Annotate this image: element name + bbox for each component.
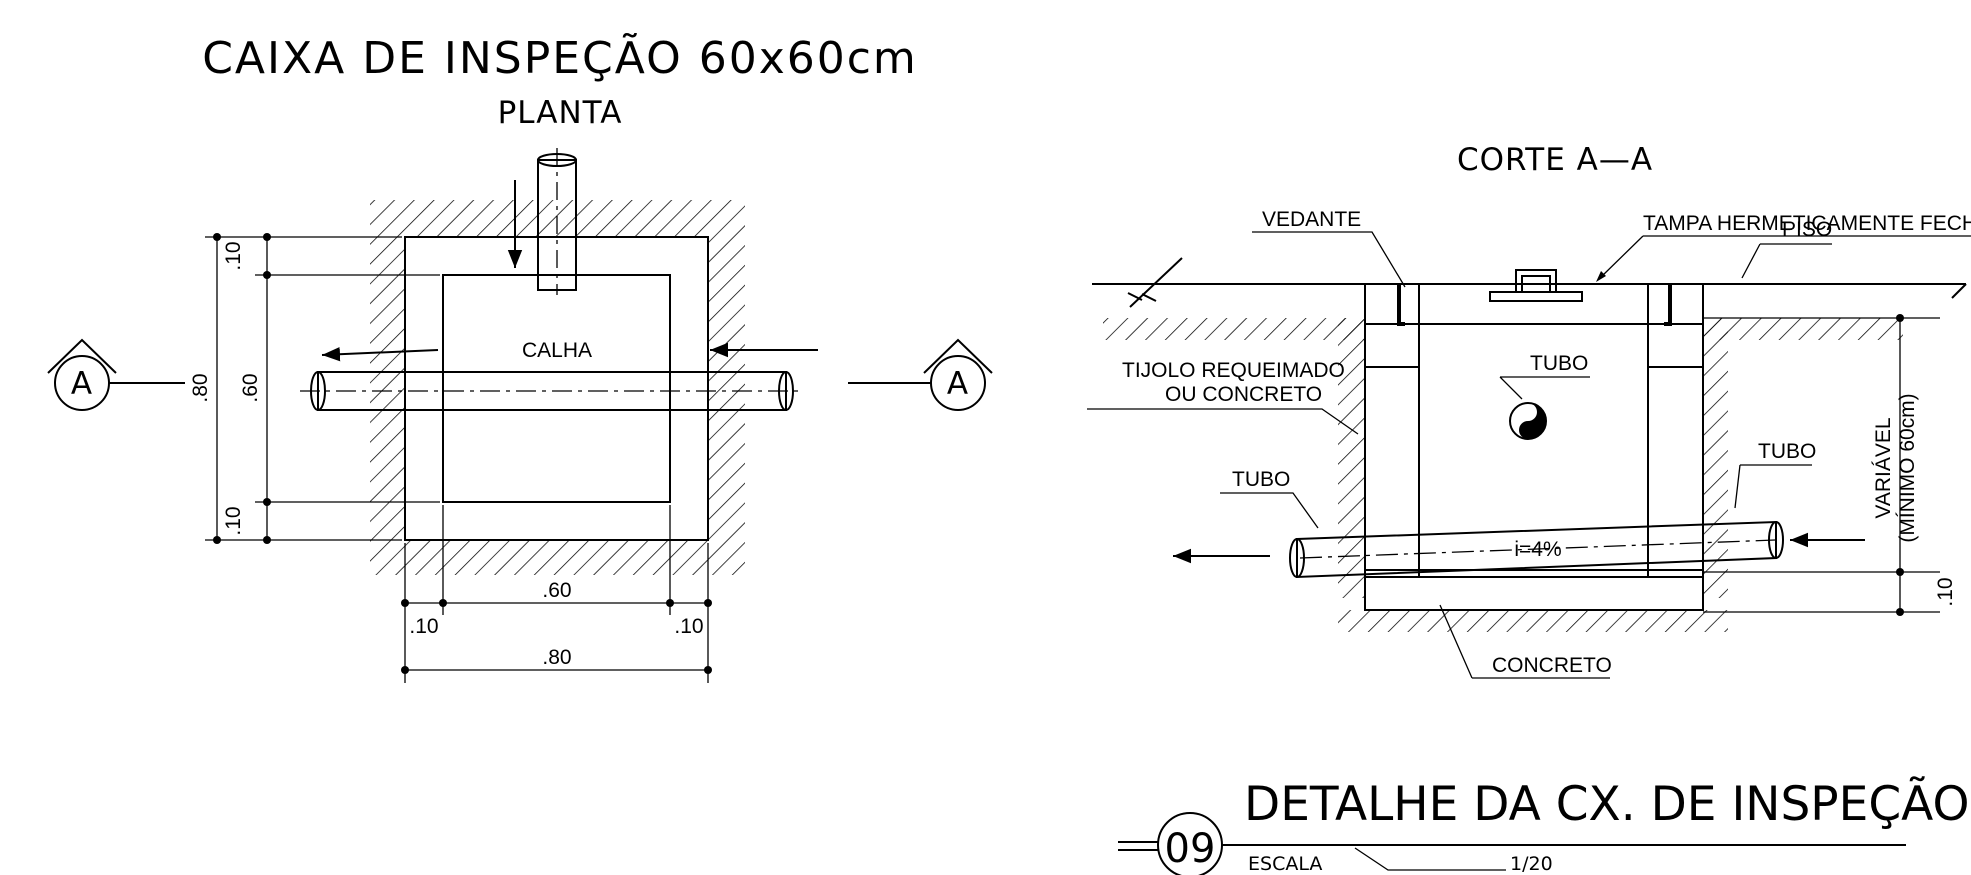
section-marker-right-letter: A bbox=[947, 366, 969, 402]
label-lid: TAMPA HERMETICAMENTE FECHADA bbox=[1643, 212, 1971, 235]
label-brick-line1: TIJOLO REQUEIMADO bbox=[1122, 359, 1345, 382]
brick-wall-right bbox=[1647, 366, 1704, 578]
label-variable-line1: VARIÁVEL bbox=[1872, 417, 1895, 518]
section-vertical-dimension: VARIÁVEL (MÍNIMO 60cm) .10 bbox=[1703, 314, 1957, 616]
soil-hatch-left-side bbox=[1338, 318, 1365, 598]
section-view: CORTE A—A bbox=[1087, 142, 1971, 679]
label-tube-left: TUBO bbox=[1232, 468, 1290, 491]
dim-inner-horizontal: .60 bbox=[542, 579, 571, 602]
label-concrete: CONCRETO bbox=[1492, 654, 1612, 677]
label-tube-right: TUBO bbox=[1758, 440, 1816, 463]
plan-title: CAIXA DE INSPEÇÃO 60x60cm bbox=[202, 32, 918, 84]
section-tube: i=4% bbox=[1289, 520, 1784, 579]
lid-handle bbox=[1489, 269, 1583, 302]
section-marker-left: A bbox=[47, 338, 185, 411]
detail-number: 09 bbox=[1165, 826, 1216, 872]
soil-hatch-left-top bbox=[1103, 318, 1365, 340]
soil-hatch-right-side bbox=[1703, 318, 1728, 598]
wall-concrete-right bbox=[1647, 283, 1704, 368]
plan-flow-arrow-left bbox=[321, 347, 439, 362]
plan-channel-label: CALHA bbox=[522, 339, 592, 362]
dim-base: .10 bbox=[1934, 577, 1957, 606]
plan-horizontal-dimensions: .60 .10 .10 .80 bbox=[401, 505, 712, 683]
brick-wall-left bbox=[1364, 366, 1420, 578]
plan-outer-wall bbox=[404, 236, 709, 541]
plan-subtitle: PLANTA bbox=[498, 95, 623, 131]
scale-value: 1/20 bbox=[1510, 853, 1553, 875]
dim-inner-vertical: .60 bbox=[239, 373, 262, 402]
wall-concrete-left bbox=[1364, 283, 1420, 368]
section-marker-right: A bbox=[848, 338, 993, 411]
lid-seal-right bbox=[1664, 284, 1672, 326]
detail-title: DETALHE DA CX. DE INSPEÇÃO bbox=[1244, 777, 1969, 832]
dim-wall-top: .10 bbox=[222, 241, 245, 270]
section-title: CORTE A—A bbox=[1457, 142, 1653, 178]
tube-section-symbol bbox=[1509, 402, 1547, 440]
label-brick-line2: OU CONCRETO bbox=[1165, 383, 1322, 406]
dim-outer-horizontal: .80 bbox=[542, 646, 571, 669]
slope-label: i=4% bbox=[1514, 538, 1561, 561]
soil-hatch-right-top bbox=[1703, 318, 1903, 340]
dim-wall-right: .10 bbox=[674, 615, 703, 638]
label-variable-line2: (MÍNIMO 60cm) bbox=[1896, 393, 1919, 542]
dim-wall-bottom: .10 bbox=[222, 506, 245, 535]
dim-wall-left: .10 bbox=[409, 615, 438, 638]
plan-vertical-pipe bbox=[537, 148, 577, 295]
plan-horizontal-pipe bbox=[300, 371, 800, 411]
plan-view: CAIXA DE INSPEÇÃO 60x60cm PLANTA CALHA bbox=[47, 32, 993, 683]
plan-inner-box bbox=[442, 274, 671, 503]
label-tube-center: TUBO bbox=[1530, 352, 1588, 375]
plan-vertical-dimensions: .80 .60 .10 .10 bbox=[189, 233, 440, 544]
scale-label: ESCALA bbox=[1248, 853, 1322, 875]
break-mark-left bbox=[1127, 257, 1183, 308]
section-marker-left-letter: A bbox=[71, 366, 93, 402]
inner-chamber bbox=[1418, 323, 1649, 578]
dim-outer-vertical: .80 bbox=[189, 373, 212, 402]
lid-seal-left bbox=[1397, 284, 1405, 326]
lid-slab bbox=[1364, 283, 1704, 325]
soil-hatch-bottom bbox=[1338, 610, 1728, 632]
title-block: 09 DETALHE DA CX. DE INSPEÇÃO ESCALA 1/2… bbox=[1118, 777, 1969, 875]
break-mark-right bbox=[1951, 283, 1967, 299]
label-floor: PISO bbox=[1782, 218, 1832, 241]
label-seal: VEDANTE bbox=[1262, 208, 1361, 231]
lid-slab-center bbox=[1418, 283, 1649, 325]
base-concrete bbox=[1364, 569, 1704, 611]
